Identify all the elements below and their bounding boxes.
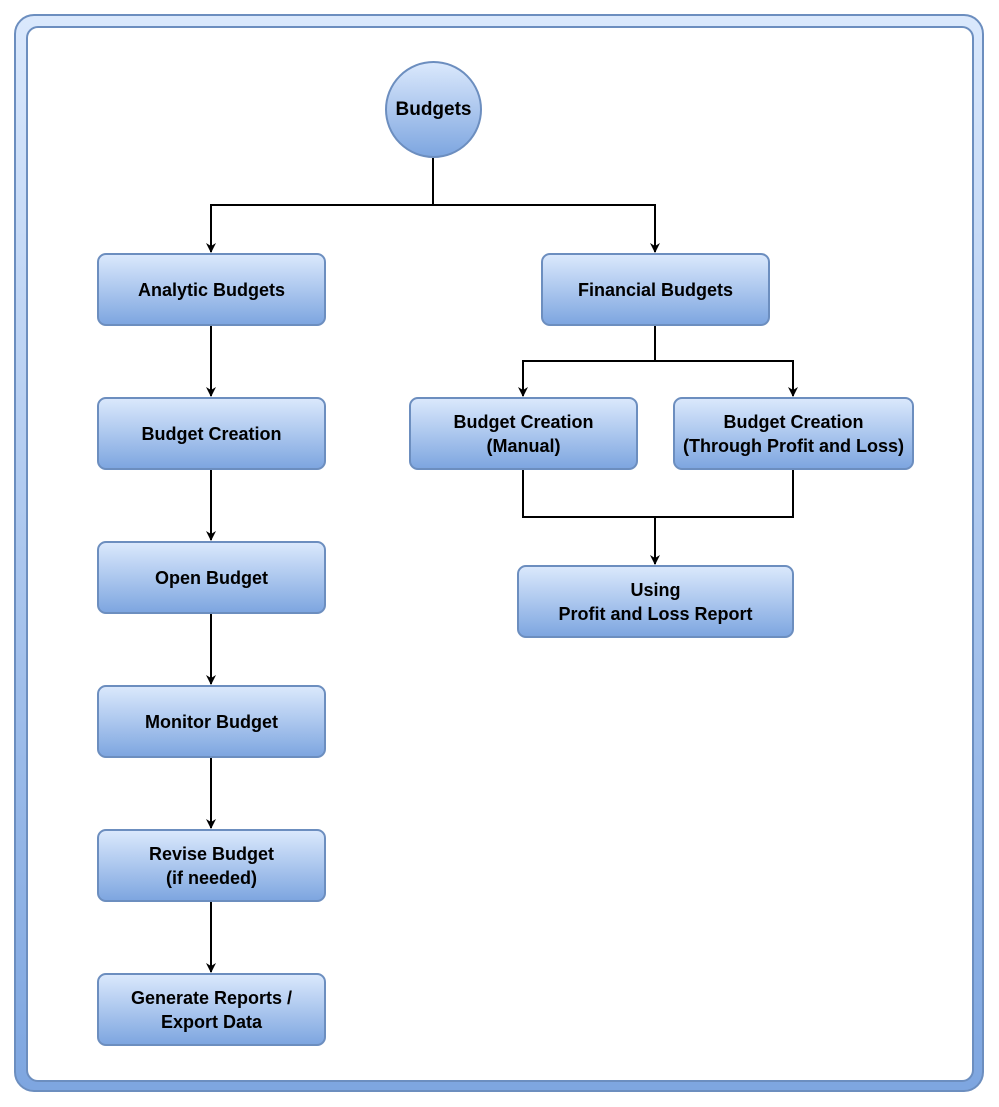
- connector-root-to-analytic: [206, 158, 434, 253]
- node-budgets-root: Budgets: [385, 61, 482, 158]
- connector-financial-to-through-pl: [654, 326, 798, 397]
- connector-root-to-financial: [432, 158, 660, 253]
- node-generate-reports: Generate Reports / Export Data: [97, 973, 326, 1046]
- node-financial-budgets: Financial Budgets: [541, 253, 770, 326]
- node-open-budget: Open Budget: [97, 541, 326, 614]
- connector-through-pl-to-merge: [655, 470, 794, 518]
- connector-financial-to-manual: [518, 326, 656, 397]
- connector-manual-to-merge: [522, 470, 655, 518]
- node-monitor-budget: Monitor Budget: [97, 685, 326, 758]
- node-budget-creation: Budget Creation: [97, 397, 326, 470]
- node-profit-loss-report: Using Profit and Loss Report: [517, 565, 794, 638]
- node-budget-creation-manual: Budget Creation (Manual): [409, 397, 638, 470]
- node-budget-creation-through-pl: Budget Creation (Through Profit and Loss…: [673, 397, 914, 470]
- node-revise-budget: Revise Budget (if needed): [97, 829, 326, 902]
- node-analytic-budgets: Analytic Budgets: [97, 253, 326, 326]
